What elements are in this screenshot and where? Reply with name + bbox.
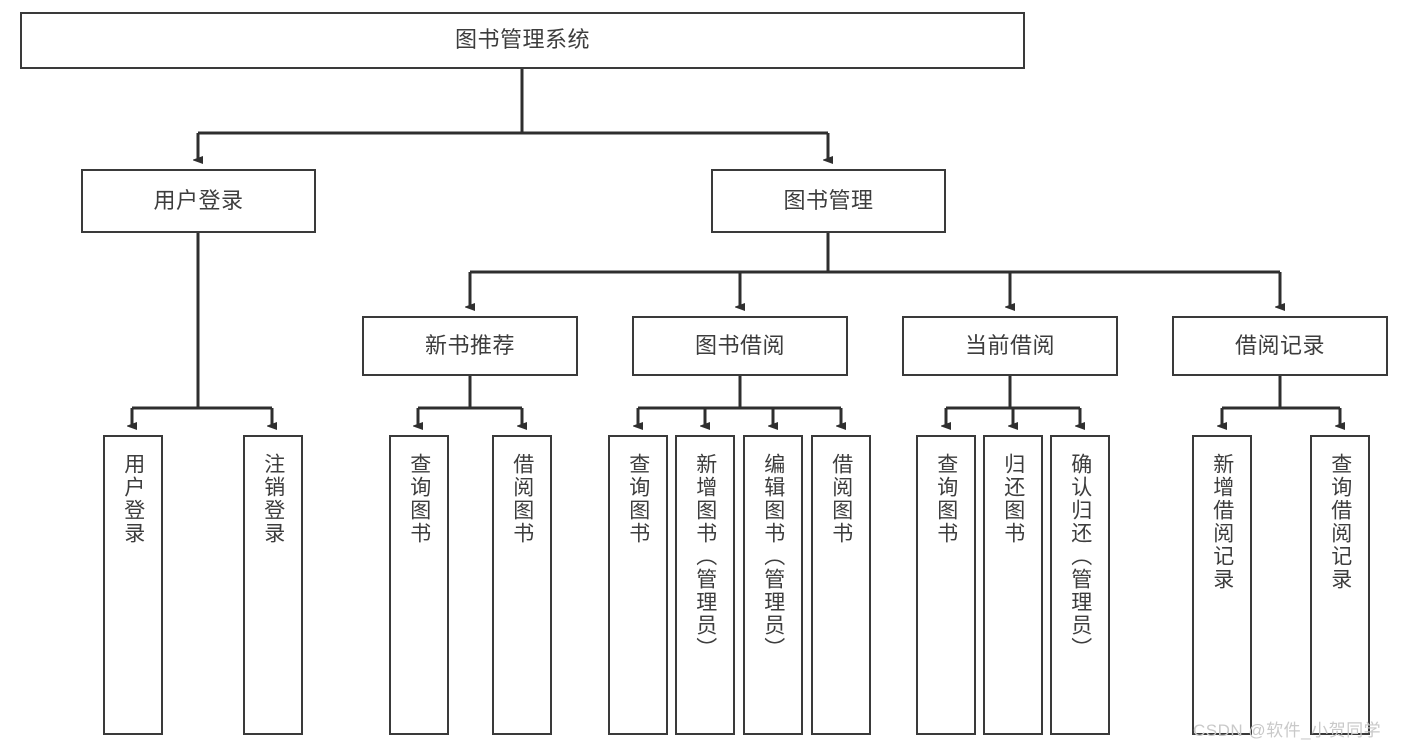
node-label: 借阅图书: [510, 453, 534, 545]
leaf-edit-book-admin[interactable]: 编辑图书（管理员）: [743, 435, 803, 735]
node-root-book-management-system[interactable]: 图书管理系统: [20, 12, 1025, 69]
node-label: 新书推荐: [424, 332, 515, 358]
node-label: 确认归还（管理员）: [1068, 453, 1092, 660]
node-user-login[interactable]: 用户登录: [81, 169, 316, 233]
node-current-borrowing[interactable]: 当前借阅: [902, 316, 1118, 376]
leaf-user-login[interactable]: 用户登录: [103, 435, 163, 735]
node-label: 用户登录: [153, 187, 244, 213]
node-borrowing-record[interactable]: 借阅记录: [1172, 316, 1388, 376]
node-new-book-recommendation[interactable]: 新书推荐: [362, 316, 578, 376]
leaf-return-book[interactable]: 归还图书: [983, 435, 1043, 735]
leaf-borrow-book-new-book-rec[interactable]: 借阅图书: [492, 435, 552, 735]
node-label: 借阅图书: [829, 453, 853, 545]
leaf-logout[interactable]: 注销登录: [243, 435, 303, 735]
csdn-watermark: CSDN @软件_小贺同学: [1193, 721, 1382, 740]
leaf-query-book-new-book-rec[interactable]: 查询图书: [389, 435, 449, 735]
node-book-borrowing[interactable]: 图书借阅: [632, 316, 848, 376]
node-label: 新增图书（管理员）: [693, 453, 717, 660]
leaf-query-book-borrow[interactable]: 查询图书: [608, 435, 668, 735]
node-label: 查询图书: [407, 453, 431, 545]
node-label: 查询图书: [626, 453, 650, 545]
node-label: 图书管理系统: [454, 27, 590, 53]
leaf-confirm-return-admin[interactable]: 确认归还（管理员）: [1050, 435, 1110, 735]
leaf-query-book-current[interactable]: 查询图书: [916, 435, 976, 735]
node-label: 用户登录: [121, 453, 145, 545]
node-label: 编辑图书（管理员）: [761, 453, 785, 660]
node-label: 新增借阅记录: [1210, 453, 1234, 591]
node-book-management[interactable]: 图书管理: [711, 169, 946, 233]
leaf-borrow-book-borrow[interactable]: 借阅图书: [811, 435, 871, 735]
node-label: 归还图书: [1001, 453, 1025, 545]
leaf-query-borrow-record[interactable]: 查询借阅记录: [1310, 435, 1370, 735]
leaf-add-book-admin[interactable]: 新增图书（管理员）: [675, 435, 735, 735]
node-label: 查询图书: [934, 453, 958, 545]
node-label: 借阅记录: [1234, 332, 1325, 358]
node-label: 图书借阅: [694, 332, 785, 358]
node-label: 当前借阅: [964, 332, 1055, 358]
leaf-add-borrow-record[interactable]: 新增借阅记录: [1192, 435, 1252, 735]
node-label: 图书管理: [783, 187, 874, 213]
node-label: 查询借阅记录: [1328, 453, 1352, 591]
node-label: 注销登录: [261, 453, 285, 545]
